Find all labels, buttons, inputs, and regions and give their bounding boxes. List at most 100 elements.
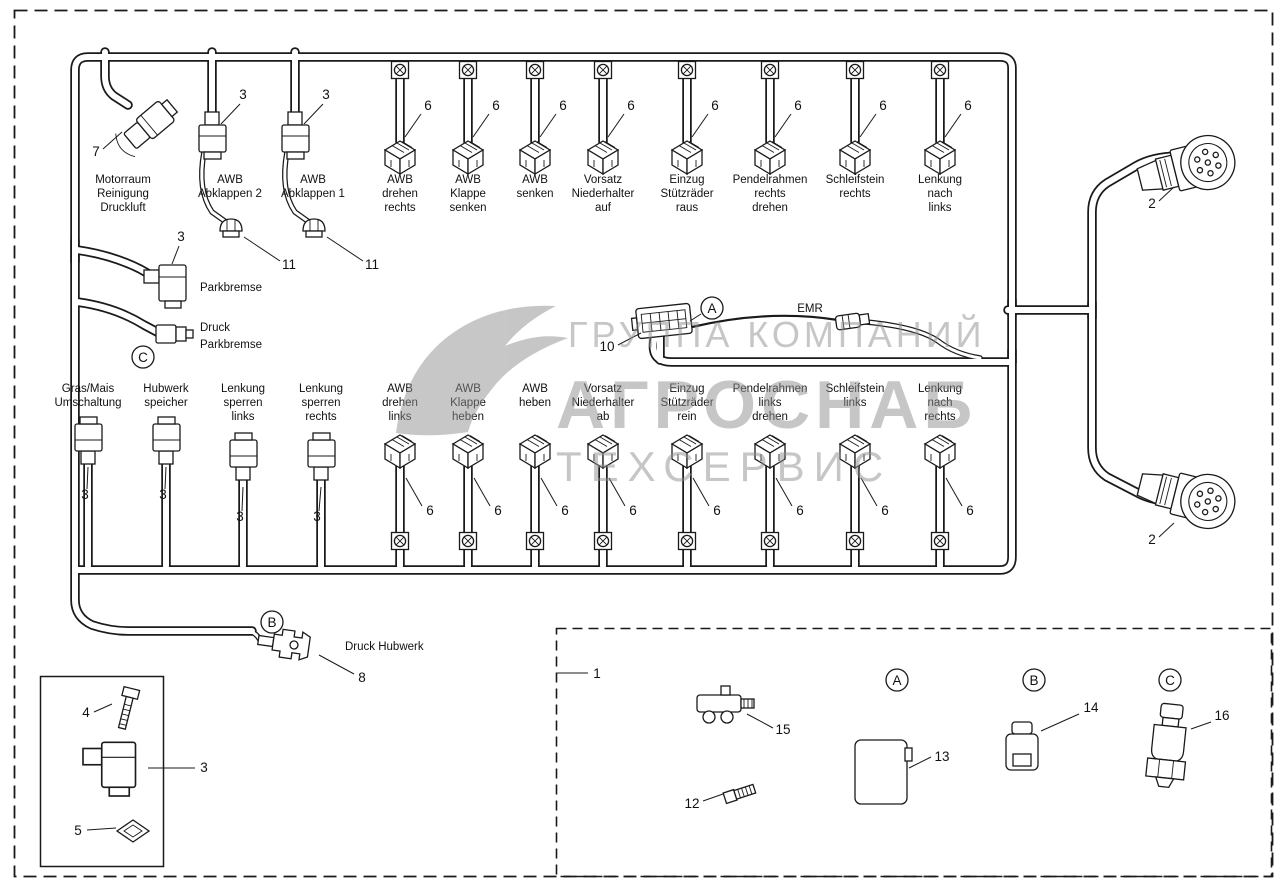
part-number: 6 — [964, 98, 972, 113]
part-number: 12 — [684, 796, 699, 811]
circle-label-a-main: A — [700, 296, 724, 320]
part-number: 6 — [559, 98, 567, 113]
part-number: 3 — [81, 487, 89, 502]
part-number: 3 — [177, 229, 185, 244]
cable-clamp-icon — [390, 531, 410, 551]
cable-clamp-icon — [760, 531, 780, 551]
hardware-box-border — [39, 675, 165, 868]
part-number: 11 — [365, 257, 379, 272]
part-number: 3 — [159, 487, 167, 502]
part-number: 15 — [775, 722, 790, 737]
part-number: 3 — [200, 760, 208, 775]
label-druck-parkbremse-1: Druck — [200, 322, 230, 334]
left-branch-labels: 3 Parkbremse Druck Parkbremse 11 11 — [177, 229, 379, 351]
part-number: 7 — [92, 144, 100, 159]
part-number: 5 — [74, 823, 82, 838]
part-number: 6 — [629, 503, 637, 518]
parts-box-numbers: 1 15 12 13 14 16 — [593, 666, 1229, 811]
watermark-line-2: АГРОСНАБ — [556, 367, 977, 443]
cable-clamp-icon — [525, 60, 545, 80]
part-number: 6 — [494, 503, 502, 518]
part-number: 6 — [424, 98, 432, 113]
relay-box-part-13 — [854, 739, 913, 805]
svg-text:B: B — [1029, 673, 1038, 688]
part-number: 3 — [313, 509, 321, 524]
cable-clamp-icon — [930, 60, 950, 80]
part-number: 1 — [593, 666, 601, 681]
svg-text:C: C — [138, 350, 148, 365]
circle-label-b-parts: B — [1022, 668, 1046, 692]
svg-text:B: B — [267, 615, 276, 630]
part-number: 14 — [1083, 700, 1099, 715]
cable-clamp-icon — [458, 60, 478, 80]
bottom-row-part-numbers: 3 3 3 3 6 6 6 6 6 6 6 6 — [81, 487, 974, 524]
emr-wire — [691, 314, 839, 329]
label-druck-hubwerk: Druck Hubwerk — [345, 641, 424, 653]
svg-text:A: A — [707, 301, 716, 316]
watermark-line-1: ГРУППА КОМПАНИЙ — [568, 313, 986, 355]
right-connector-numbers: 2 2 — [1148, 196, 1156, 547]
part-number: 2 — [1148, 196, 1156, 211]
part-number: 13 — [934, 749, 949, 764]
circle-label-c-parts: C — [1158, 668, 1182, 692]
parts-box-dashed-border — [555, 627, 1273, 878]
part-number: 6 — [879, 98, 887, 113]
circle-label-a-parts: A — [885, 668, 909, 692]
center-labels: 10 EMR — [599, 303, 822, 354]
cable-clamp-icon — [677, 60, 697, 80]
cable-clamp-icon — [458, 531, 478, 551]
cable-clamp-icon — [525, 531, 545, 551]
part-number: 4 — [82, 705, 90, 720]
watermark: ГРУППА КОМПАНИЙ АГРОСНАБ ТЕХСЕРВИС — [396, 305, 986, 490]
cable-clamp-icon — [593, 60, 613, 80]
top-row-part-numbers: 7 3 3 6 6 6 6 6 6 6 6 — [92, 87, 972, 159]
part-number: 6 — [966, 503, 974, 518]
svg-text:C: C — [1165, 673, 1175, 688]
part-number: 6 — [627, 98, 635, 113]
watermark-bird-logo — [396, 305, 568, 436]
cable-clamp-icon — [593, 531, 613, 551]
part-number: 16 — [1214, 708, 1229, 723]
part-number: 6 — [561, 503, 569, 518]
part-number: 6 — [794, 98, 802, 113]
watermark-line-3: ТЕХСЕРВИС — [556, 443, 892, 490]
hardware-box-numbers: 4 3 5 — [74, 705, 208, 838]
part-number: 3 — [322, 87, 330, 102]
cable-clamp-icon — [930, 531, 950, 551]
part-number: 6 — [426, 503, 434, 518]
part-number: 3 — [236, 509, 244, 524]
cap-connector-left — [219, 218, 243, 238]
part-number: 8 — [358, 670, 366, 685]
leader-lines — [86, 103, 1212, 831]
cable-clamp-icon — [760, 60, 780, 80]
part-number: 10 — [599, 339, 614, 354]
part-number: 2 — [1148, 532, 1156, 547]
cable-clamp-icon — [677, 531, 697, 551]
part-number: 3 — [239, 87, 247, 102]
cap-connector-right — [302, 218, 326, 238]
cable-clamp-icon — [845, 531, 865, 551]
part-number: 6 — [881, 503, 889, 518]
label-emr: EMR — [797, 303, 823, 315]
cable-clamp-icon — [390, 60, 410, 80]
part-number: 6 — [492, 98, 500, 113]
